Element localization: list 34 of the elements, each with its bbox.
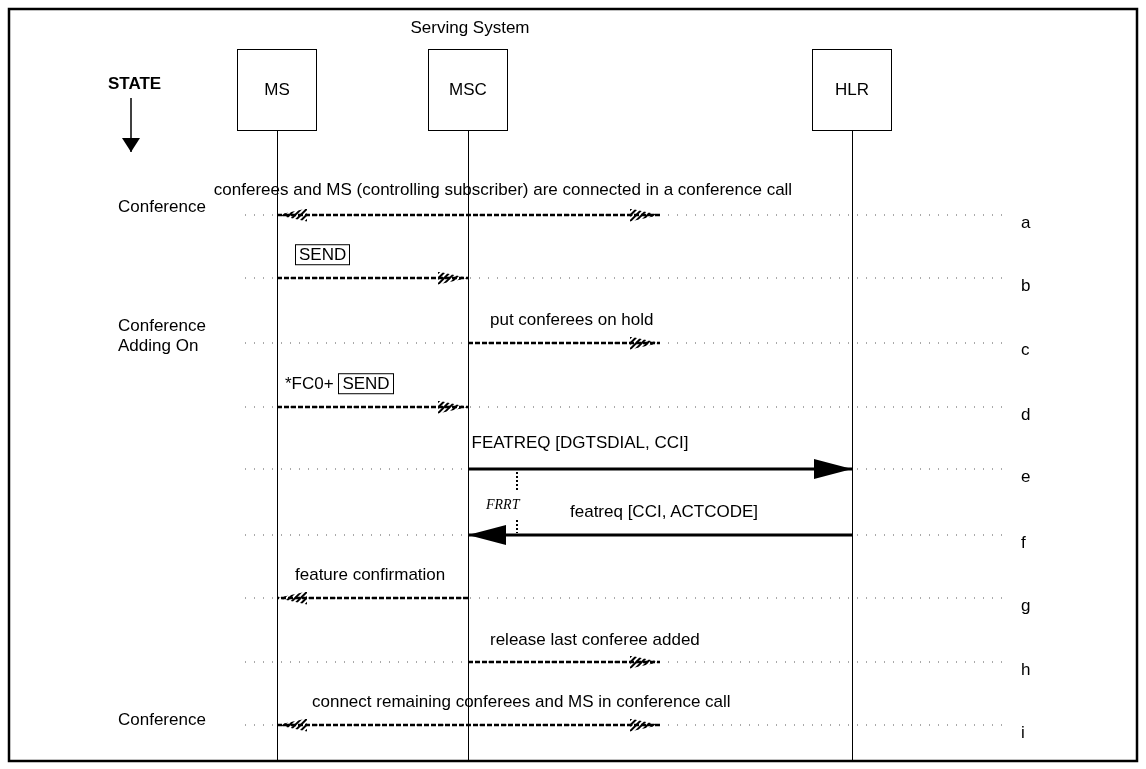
row-letter: e — [1021, 467, 1031, 487]
message-arrow — [277, 271, 468, 285]
message-arrow — [277, 591, 468, 605]
message-arrow — [277, 718, 660, 732]
timer-label: FRRT — [486, 496, 520, 514]
message-arrow — [468, 336, 660, 350]
column-heading: STATE — [108, 74, 162, 94]
state-label: Conference Adding On — [118, 316, 207, 356]
message-label: *FC0+ SEND — [285, 374, 394, 394]
message-label: FEATREQ [DGTSDIAL, CCI] — [471, 433, 689, 453]
row-letter: i — [1021, 723, 1025, 743]
row-letter: f — [1021, 533, 1026, 553]
group-heading: Serving System — [410, 18, 530, 38]
participant-box: HLR — [812, 49, 892, 131]
row-letter: b — [1021, 276, 1031, 296]
state-label: Conference — [118, 197, 206, 217]
message-arrow — [468, 525, 852, 545]
participant-box: MSC — [428, 49, 508, 131]
participant-box: MS — [237, 49, 317, 131]
row-letter: c — [1021, 340, 1030, 360]
row-letter: h — [1021, 660, 1031, 680]
message-arrow — [277, 400, 468, 414]
message-label: feature confirmation — [295, 565, 446, 585]
message-arrow — [277, 208, 660, 222]
message-label: release last conferee added — [490, 630, 700, 650]
message-arrow — [468, 655, 660, 669]
message-label: put conferees on hold — [490, 310, 654, 330]
message-label: featreq [CCI, ACTCODE] — [570, 502, 758, 522]
state-label: Conference — [118, 710, 206, 730]
row-letter: g — [1021, 596, 1031, 616]
row-letter: d — [1021, 405, 1031, 425]
row-letter: a — [1021, 213, 1031, 233]
message-label: SEND — [295, 245, 351, 265]
message-arrow — [468, 459, 852, 479]
